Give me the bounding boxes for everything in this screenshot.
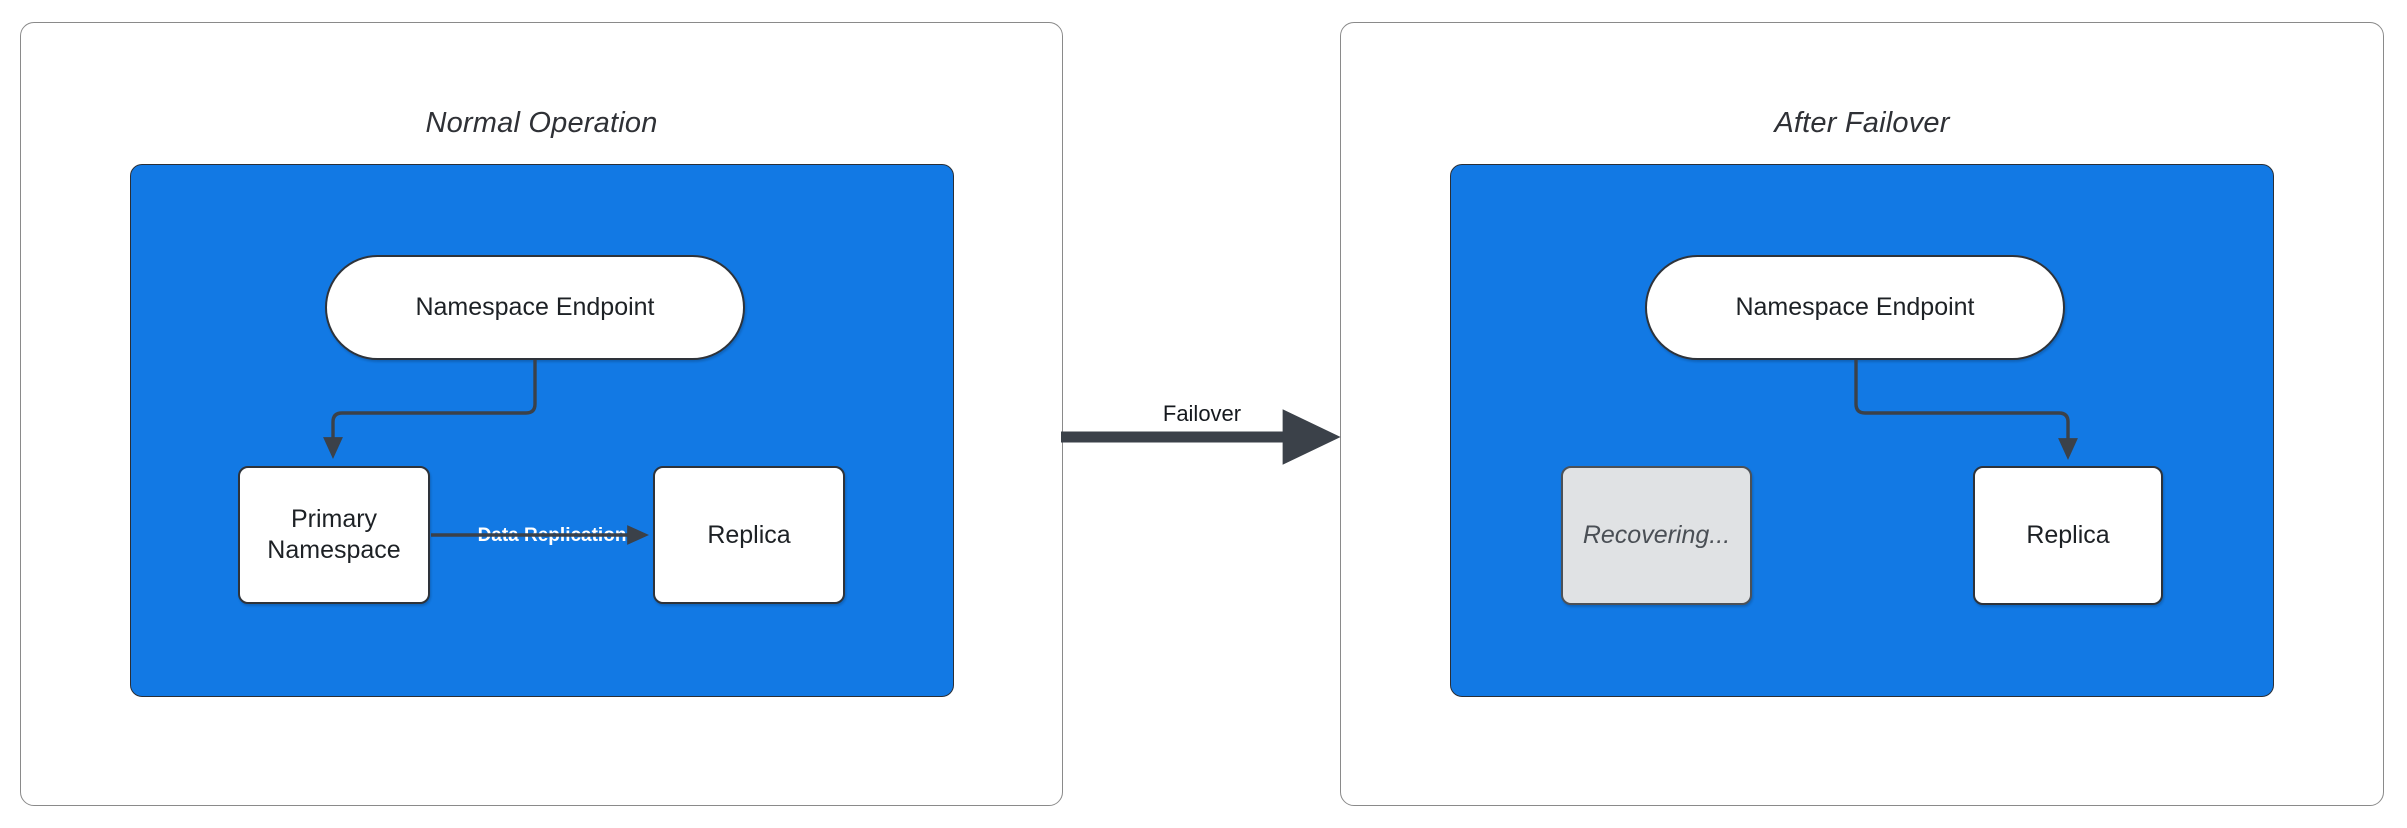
node-primary-namespace[interactable]: Primary Namespace: [238, 466, 430, 604]
node-replica-left[interactable]: Replica: [653, 466, 845, 604]
node-primary-namespace-line2: Namespace: [267, 536, 401, 564]
node-primary-namespace-label: Primary Namespace: [267, 504, 400, 566]
cluster-after-failover: [1450, 164, 2274, 697]
node-primary-namespace-line1: Primary: [290, 505, 378, 533]
transition-label-failover: Failover: [1162, 401, 1242, 426]
node-namespace-endpoint-left[interactable]: Namespace Endpoint: [325, 255, 745, 360]
node-namespace-endpoint-right[interactable]: Namespace Endpoint: [1645, 255, 2065, 360]
node-recovering[interactable]: Recovering...: [1561, 466, 1752, 605]
cluster-normal-operation: [130, 164, 954, 697]
panel-title-after-failover: After Failover: [1774, 107, 1950, 139]
edge-label-data-replication: Data Replication: [477, 525, 627, 546]
node-replica-right[interactable]: Replica: [1973, 466, 2163, 605]
panel-title-normal-operation: Normal Operation: [425, 107, 658, 139]
